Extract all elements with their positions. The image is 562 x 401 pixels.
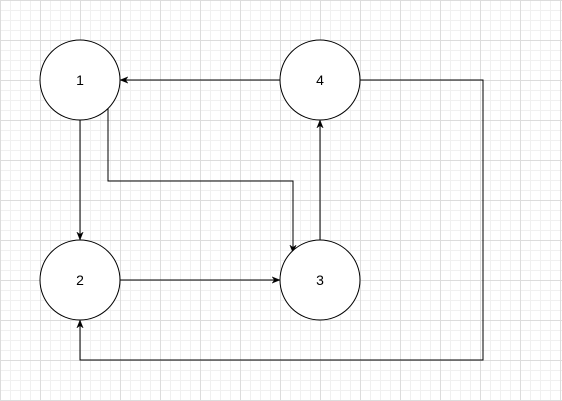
node-2[interactable]: 2 bbox=[39, 239, 121, 321]
node-4-label: 4 bbox=[316, 72, 324, 88]
node-1-circle bbox=[39, 39, 121, 121]
node-4[interactable]: 4 bbox=[279, 39, 361, 121]
node-3-label: 3 bbox=[316, 272, 324, 288]
node-1-label: 1 bbox=[76, 72, 84, 88]
node-2-label: 2 bbox=[76, 272, 84, 288]
node-1[interactable]: 1 bbox=[39, 39, 121, 121]
node-3[interactable]: 3 bbox=[279, 239, 361, 321]
node-3-circle bbox=[279, 239, 361, 321]
node-4-circle bbox=[279, 39, 361, 121]
edge-4-to-2 bbox=[80, 79, 484, 361]
node-2-circle bbox=[39, 239, 121, 321]
edge-1-to-3 bbox=[107, 108, 293, 253]
